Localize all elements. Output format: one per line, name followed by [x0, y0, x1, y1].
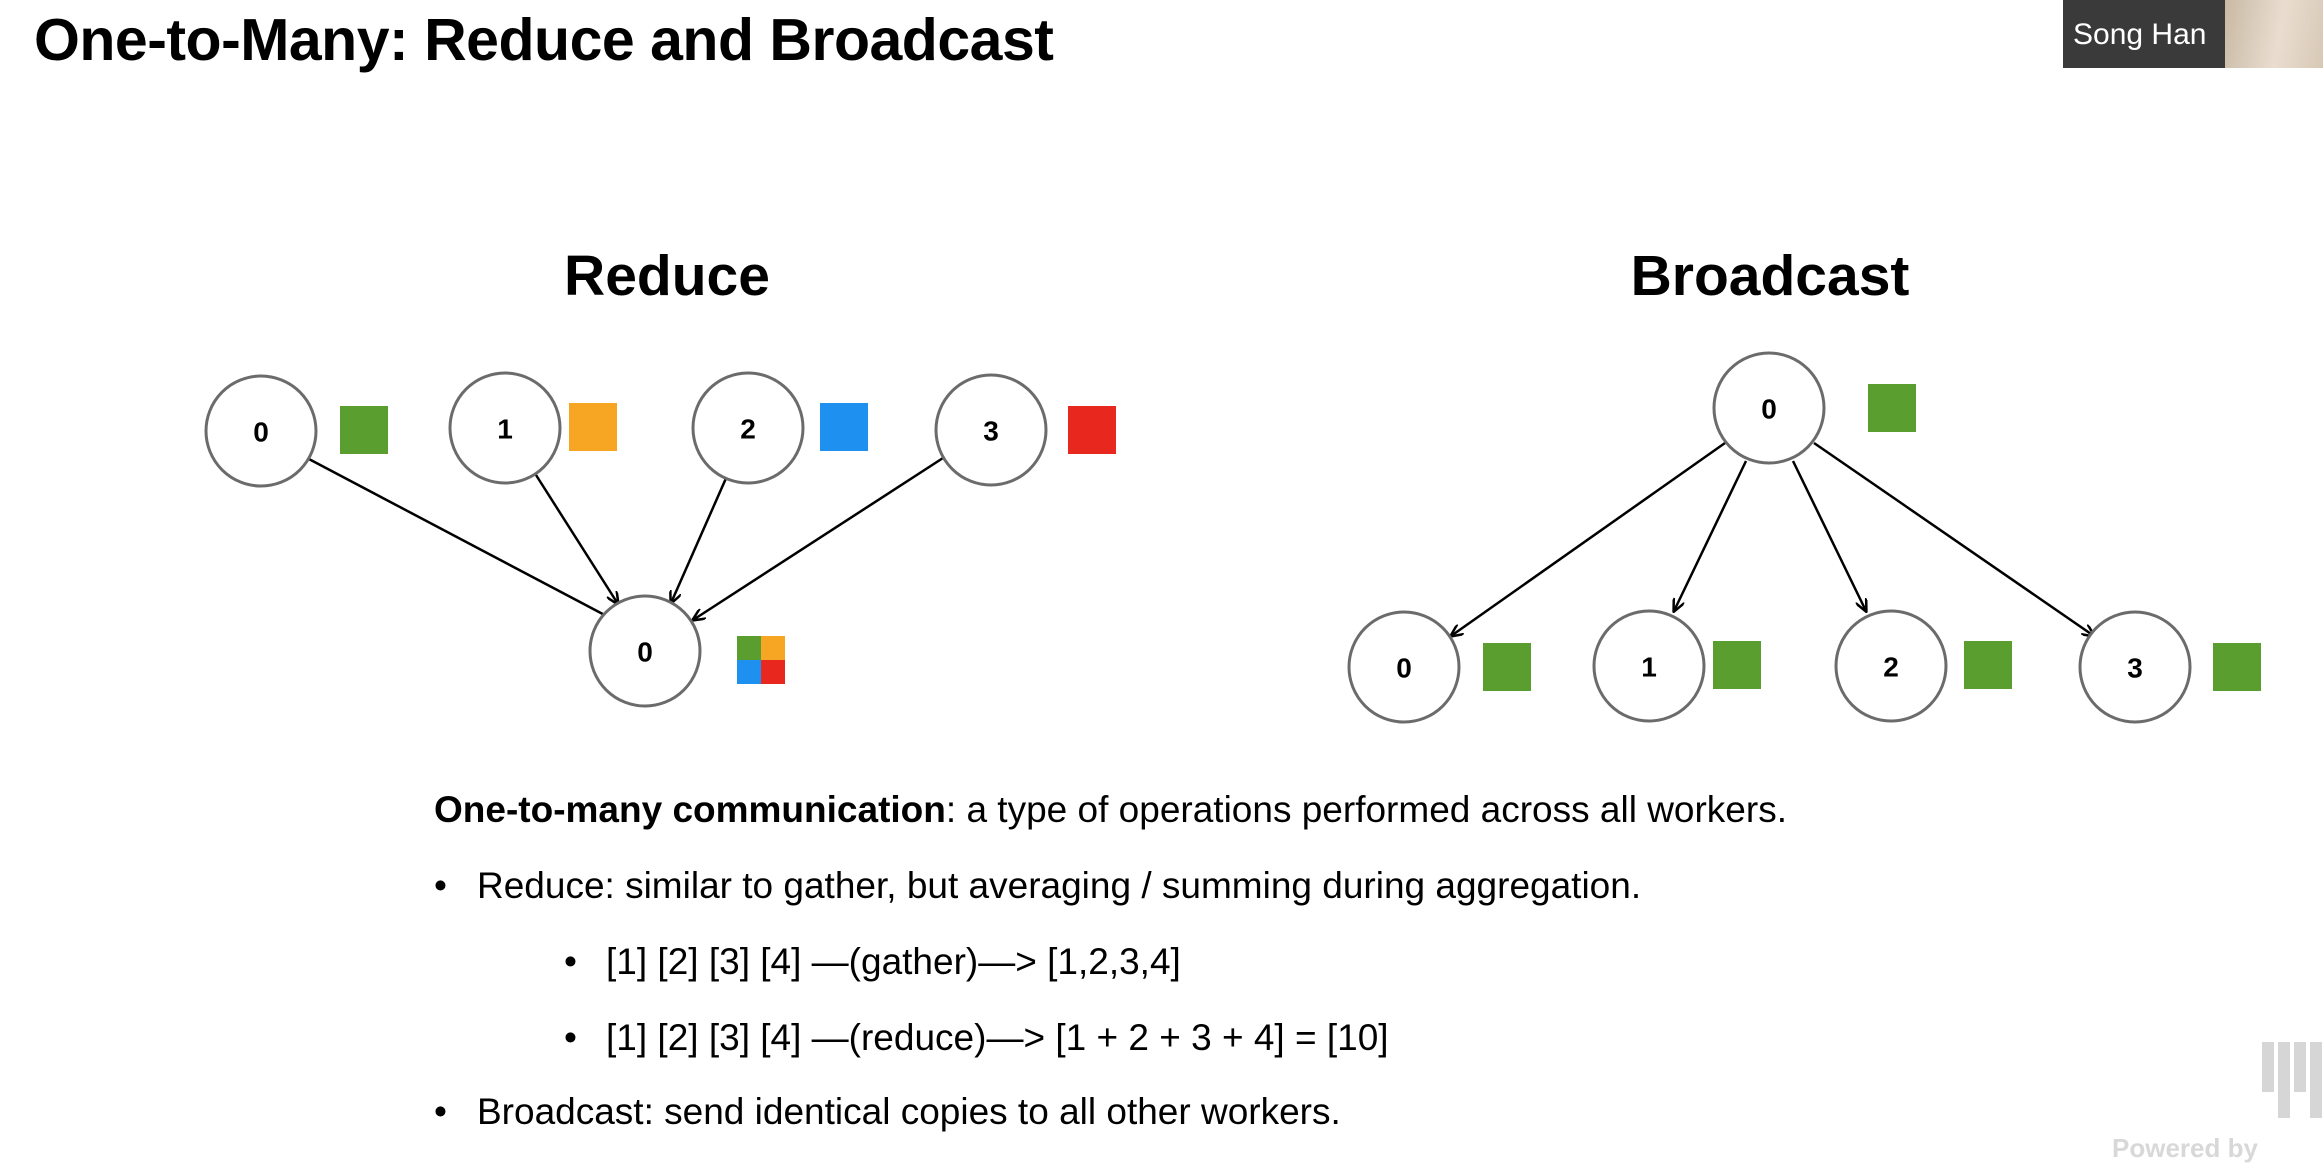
reduce-result-node: 0	[588, 594, 702, 708]
reduce-edge-0	[306, 456, 616, 621]
broadcast-edge-3	[1813, 441, 2094, 636]
broadcast-node-3: 3	[2078, 610, 2192, 724]
reduce-node-0: 0	[204, 374, 318, 488]
broadcast-edge-0	[1451, 441, 1726, 636]
bullet-marker: •	[434, 865, 447, 906]
reduce-node-label: 1	[497, 414, 513, 445]
slide-title: One-to-Many: Reduce and Broadcast	[34, 7, 1054, 73]
reduce-block-2	[820, 403, 868, 451]
broadcast-source-node: 0	[1712, 351, 1826, 465]
bullet-marker: •	[564, 1017, 577, 1058]
broadcast-node-label: 2	[1883, 652, 1899, 683]
reduce-result-block	[737, 636, 785, 684]
reduce-example: [1] [2] [3] [4] —(reduce)—> [1 + 2 + 3 +…	[606, 1017, 1389, 1058]
reduce-block-3	[1068, 406, 1116, 454]
reduce-block-0	[340, 406, 388, 454]
reduce-node-label: 2	[740, 414, 756, 445]
broadcast-block-3	[2213, 643, 2261, 691]
intro-definition: : a type of operations performed across …	[945, 789, 1787, 830]
reduce-node-3: 3	[934, 373, 1048, 487]
broadcast-source-block	[1868, 384, 1916, 432]
bullet-marker: •	[434, 1091, 447, 1132]
reduce-block-1	[569, 403, 617, 451]
reduce-result-quad-green	[737, 636, 761, 660]
reduce-result-quad-orange	[761, 636, 785, 660]
speaker-name-label: Song Han	[2073, 18, 2207, 51]
broadcast-node-1: 1	[1592, 609, 1706, 723]
speaker-video-tile[interactable]: Song Han	[2063, 0, 2323, 68]
broadcast-node-2: 2	[1834, 609, 1948, 723]
broadcast-edge-2	[1791, 460, 1866, 611]
speaker-video-feed	[2225, 0, 2323, 68]
broadcast-node-label: 1	[1641, 652, 1657, 683]
broadcast-block-1	[1713, 641, 1761, 689]
broadcast-block-0	[1483, 643, 1531, 691]
reduce-result-quad-red	[761, 660, 785, 684]
broadcast-edge-1	[1674, 460, 1748, 611]
intro-line: One-to-many communication: a type of ope…	[434, 788, 1787, 832]
intro-term: One-to-many communication	[434, 789, 946, 830]
reduce-result-quad-blue	[737, 660, 761, 684]
broadcast-node-0: 0	[1347, 610, 1461, 724]
reduce-edge-1	[534, 474, 618, 604]
reduce-result-label: 0	[637, 637, 653, 668]
diagram-canvas: 0 1 2 3 0 0 0	[204, 351, 2261, 724]
broadcast-edges	[1451, 441, 2094, 636]
reduce-edge-3	[693, 456, 944, 620]
reduce-bullet: Reduce: similar to gather, but averaging…	[477, 865, 1642, 906]
broadcast-heading: Broadcast	[1630, 244, 1910, 308]
gather-example: [1] [2] [3] [4] —(gather)—> [1,2,3,4]	[606, 941, 1181, 982]
broadcast-bullet: Broadcast: send identical copies to all …	[477, 1091, 1341, 1132]
broadcast-node-label: 3	[2127, 653, 2143, 684]
reduce-node-label: 0	[253, 417, 269, 448]
reduce-node-1: 1	[448, 371, 562, 485]
reduce-node-2: 2	[691, 371, 805, 485]
reduce-edges	[306, 456, 944, 621]
powered-by-watermark: Powered by	[2112, 1133, 2258, 1163]
broadcast-block-2	[1964, 641, 2012, 689]
broadcast-source-label: 0	[1761, 394, 1777, 425]
reduce-node-label: 3	[983, 416, 999, 447]
reduce-edge-2	[671, 475, 729, 603]
mit-logo-watermark	[2262, 1042, 2323, 1118]
bullet-marker: •	[564, 941, 577, 982]
reduce-heading: Reduce	[564, 244, 770, 308]
broadcast-node-label: 0	[1396, 653, 1412, 684]
